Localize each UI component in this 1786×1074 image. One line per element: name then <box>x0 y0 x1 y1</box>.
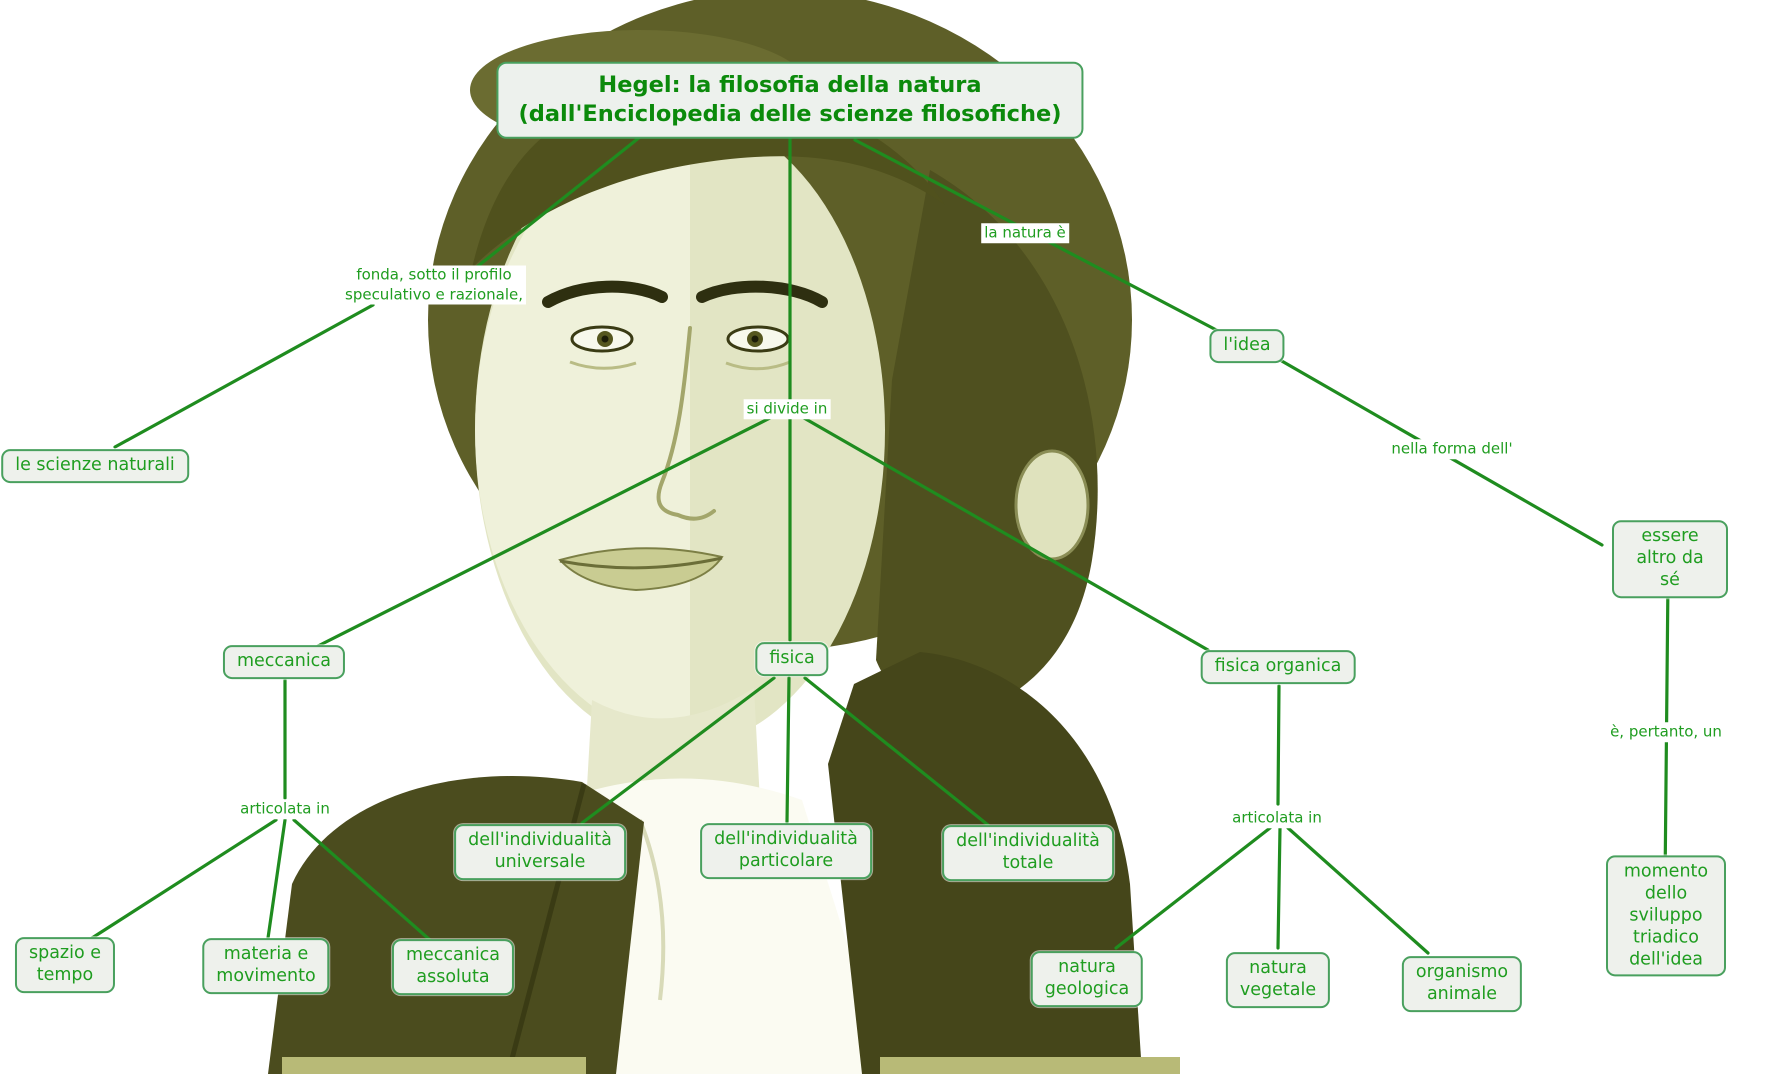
node-meccanica[interactable]: meccanica <box>222 645 346 679</box>
edge-fisica-universale <box>580 676 776 825</box>
portrait-pupil-left <box>601 335 609 343</box>
node-organismo-animale[interactable]: organismo animale <box>1401 956 1523 1012</box>
edge-fisica-particolare <box>785 676 791 824</box>
node-fisica-organica[interactable]: fisica organica <box>1200 650 1356 684</box>
node-individualita-particolare[interactable]: dell'individualità particolare <box>700 823 872 879</box>
portrait-shirt-fold <box>638 819 666 1001</box>
edge-title-fonda <box>476 135 642 268</box>
node-momento-sviluppo[interactable]: momento dello sviluppo triadico dell'ide… <box>1606 855 1726 977</box>
link-label-nella-forma-dell[interactable]: nella forma dell' <box>1388 439 1516 459</box>
edge-articolata-geologica <box>1114 826 1272 950</box>
portrait-bottom-strip-left <box>282 1057 586 1074</box>
portrait-lip-line <box>559 556 723 570</box>
node-spazio-e-tempo[interactable]: spazio e tempo <box>14 937 116 993</box>
edge-fonda-scienze <box>113 303 375 449</box>
edge-articolata-vegetale <box>1276 826 1282 950</box>
node-natura-geologica[interactable]: natura geologica <box>1030 951 1144 1007</box>
portrait-eyebrow-right <box>696 280 828 308</box>
portrait-undereye-right <box>725 360 791 371</box>
node-le-scienze-naturali[interactable]: le scienze naturali <box>1 449 189 483</box>
node-l-idea[interactable]: l'idea <box>1209 329 1285 363</box>
edge-fisica-totale <box>803 676 990 827</box>
link-label-si-divide-in[interactable]: si divide in <box>743 399 831 419</box>
edge-articolata-animale <box>1286 826 1430 955</box>
edge-organica-articolata <box>1276 684 1281 806</box>
portrait-bottom-strip-right <box>880 1057 1180 1074</box>
node-natura-vegetale[interactable]: natura vegetale <box>1225 952 1331 1008</box>
edge-divide-organica <box>802 416 1210 652</box>
portrait-nose <box>656 326 716 521</box>
node-individualita-totale[interactable]: dell'individualità totale <box>942 825 1114 881</box>
link-label-e-pertanto-un[interactable]: è, pertanto, un <box>1607 722 1725 742</box>
node-essere-altro-da-se[interactable]: essere altro da sé <box>1612 520 1728 598</box>
map-title[interactable]: Hegel: la filosofia della natura (dall'E… <box>496 61 1084 139</box>
portrait-undereye-left <box>569 360 637 370</box>
portrait-hair-side <box>876 170 1098 715</box>
link-label-articolata-in-left[interactable]: articolata in <box>237 799 333 819</box>
edge-divide-meccanica <box>316 416 772 648</box>
link-label-articolata-in-right[interactable]: articolata in <box>1229 808 1325 828</box>
edge-articolata-spazio <box>90 818 278 940</box>
portrait-pupil-right <box>751 335 759 343</box>
node-individualita-universale[interactable]: dell'individualità universale <box>454 824 626 880</box>
link-label-fonda[interactable]: fonda, sotto il profilo speculativo e ra… <box>342 265 526 305</box>
portrait-eyebrow-left <box>542 280 668 308</box>
link-label-la-natura-e[interactable]: la natura è <box>981 223 1069 243</box>
node-fisica[interactable]: fisica <box>755 642 829 676</box>
edge-articolata-materia <box>266 818 287 940</box>
edge-articolata-assoluta <box>292 818 432 942</box>
node-meccanica-assoluta[interactable]: meccanica assoluta <box>391 939 515 995</box>
node-materia-e-movimento[interactable]: materia e movimento <box>202 938 330 994</box>
